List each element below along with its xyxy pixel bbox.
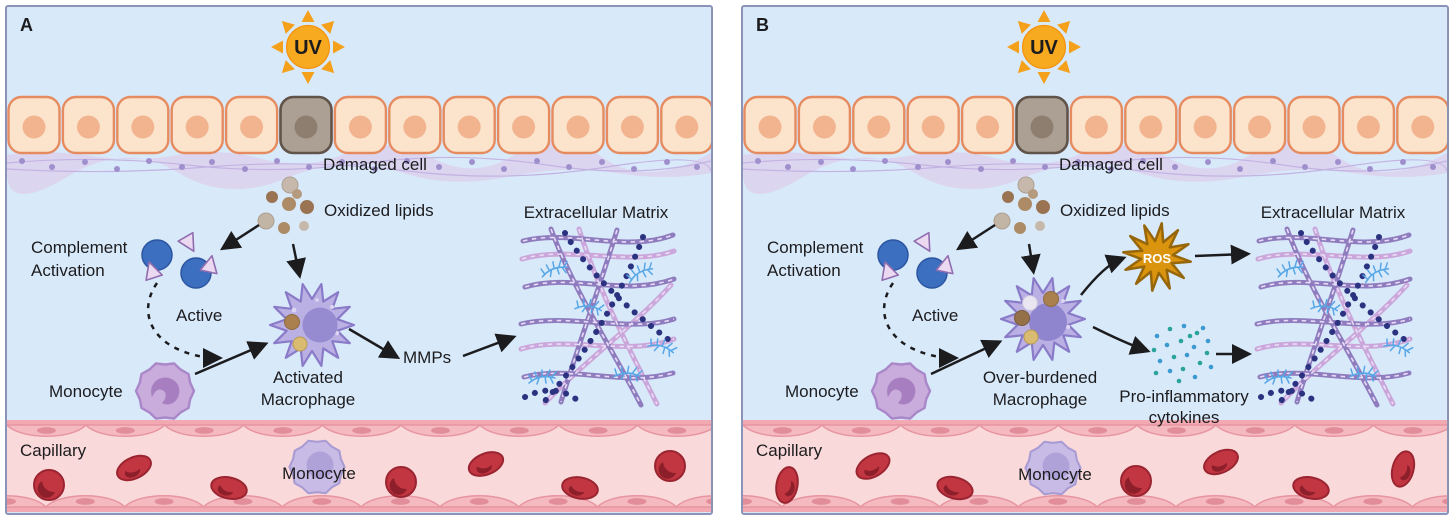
complement-label-line1: Complement	[31, 238, 128, 257]
macrophage-label-line2: Macrophage	[993, 390, 1088, 409]
skin-cell-row	[7, 95, 711, 155]
monocyte-label: Monocyte	[49, 382, 123, 401]
endothelium-top	[743, 424, 1447, 437]
capillary-monocyte-label: Monocyte	[1018, 465, 1092, 484]
oxidized-lipids-cluster	[257, 176, 315, 235]
complement-proteins	[877, 233, 956, 288]
complement-label-line2: Activation	[767, 261, 841, 280]
uv-label: UV	[294, 37, 322, 59]
activated-macrophage-cell	[268, 283, 356, 367]
damaged-skin-cell	[1015, 95, 1069, 155]
monocyte-cell	[870, 362, 932, 420]
ecm-label: Extracellular Matrix	[1261, 203, 1406, 222]
over-burdened-macrophage-cell	[999, 277, 1087, 361]
arrow-macrophage-to-cytokines	[1092, 325, 1151, 355]
damaged-skin-cell	[279, 95, 333, 155]
monocyte-label: Monocyte	[785, 382, 859, 401]
cytokines-label-line2: cytokines	[1149, 408, 1220, 427]
complement-proteins	[141, 233, 220, 288]
panel-letter: A	[20, 15, 33, 35]
complement-label-line1: Complement	[767, 238, 864, 257]
arrow-monocyte-to-macrophage	[930, 339, 1003, 376]
damaged-cell-label: Damaged cell	[1059, 155, 1163, 174]
uv-label: UV	[1030, 37, 1058, 59]
oxidized-lipids-label: Oxidized lipids	[324, 201, 434, 220]
macrophage-label-line1: Over-burdened	[983, 368, 1097, 387]
arrow-ros-to-ecm	[1194, 244, 1251, 265]
panel-a: A UV Damaged cell Oxidized lipids Comple…	[5, 5, 713, 515]
arrow-macrophage-to-ros	[1080, 254, 1127, 296]
panel-a-canvas: A UV Damaged cell Oxidized lipids Comple…	[7, 9, 711, 512]
capillary-label: Capillary	[20, 441, 87, 460]
macrophage-label-line1: Activated	[273, 368, 343, 387]
ecm-network	[521, 229, 678, 405]
cytokines-label-line1: Pro-inflammatory	[1119, 387, 1249, 406]
oxidized-lipids-cluster	[993, 176, 1051, 235]
active-label: Active	[912, 306, 958, 325]
panel-b: B UV Damaged cell Oxidized lipids Comple…	[741, 5, 1449, 515]
arrow-lipids-to-macrophage	[1020, 243, 1041, 275]
monocyte-cell	[134, 362, 196, 420]
capillary-label: Capillary	[756, 441, 823, 460]
mmps-label: MMPs	[403, 348, 451, 367]
arrow-complement-recruits-monocyte	[882, 282, 959, 368]
capillary-monocyte-label: Monocyte	[282, 464, 356, 483]
macrophage-label-line2: Macrophage	[261, 390, 356, 409]
arrow-lipids-to-complement	[955, 223, 996, 251]
red-blood-cell	[1120, 465, 1152, 497]
red-blood-cell	[654, 450, 686, 482]
ros-label: ROS	[1143, 251, 1172, 266]
red-blood-cell	[385, 466, 417, 498]
capillary-band	[743, 420, 1447, 512]
damaged-cell-label: Damaged cell	[323, 155, 427, 174]
ecm-label: Extracellular Matrix	[524, 203, 669, 222]
skin-cell-row	[743, 95, 1447, 155]
arrow-complement-recruits-monocyte	[146, 282, 223, 368]
panel-b-canvas: B UV Damaged cell Oxidized lipids Comple…	[743, 9, 1447, 512]
capillary-band	[7, 420, 711, 512]
endothelium-top	[7, 424, 711, 437]
oxidized-lipids-label: Oxidized lipids	[1060, 201, 1170, 220]
arrow-macrophage-to-mmps	[348, 327, 401, 360]
arrows	[146, 223, 517, 376]
red-blood-cell	[33, 469, 65, 501]
panel-letter: B	[756, 15, 769, 35]
arrow-lipids-to-complement	[219, 223, 260, 251]
arrow-mmps-to-ecm	[462, 333, 517, 358]
cytokine-dots	[1151, 323, 1214, 384]
arrows	[882, 223, 1252, 376]
active-label: Active	[176, 306, 222, 325]
arrow-monocyte-to-macrophage	[194, 341, 269, 376]
arrow-lipids-to-macrophage	[286, 243, 306, 279]
complement-label-line2: Activation	[31, 261, 105, 280]
ecm-network	[1257, 229, 1414, 405]
